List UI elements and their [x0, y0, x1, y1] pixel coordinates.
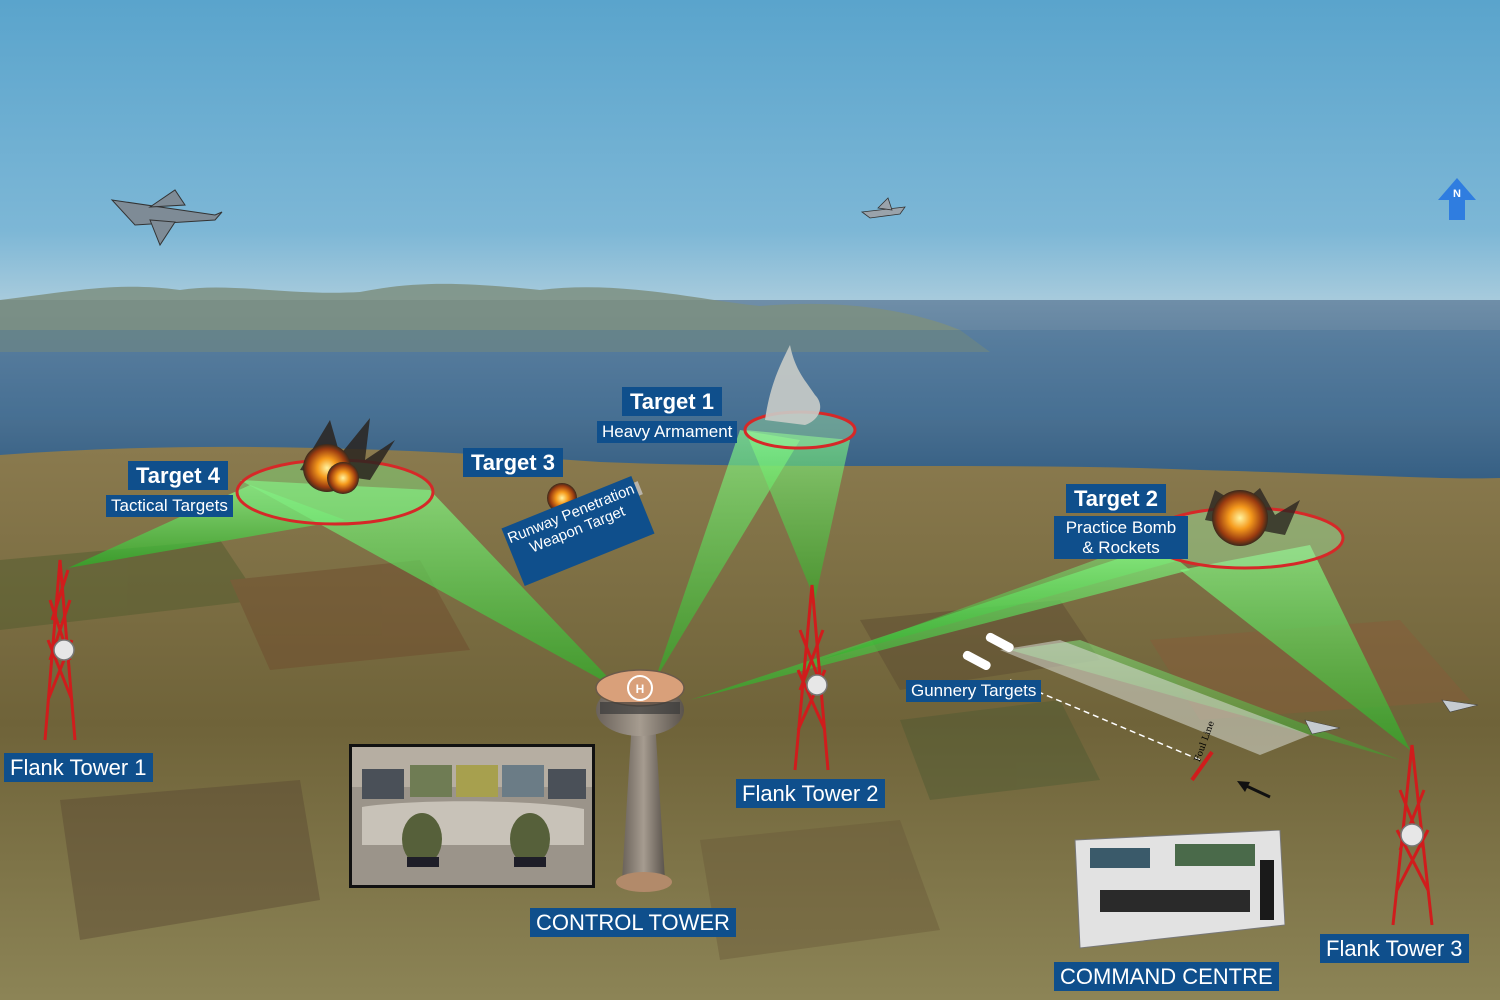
beam-control-target4 — [240, 480, 620, 690]
flank-tower-3-label: Flank Tower 3 — [1320, 934, 1469, 964]
sky — [0, 0, 1500, 330]
beam-control-target1 — [655, 430, 800, 680]
helipad — [627, 675, 653, 701]
north-label: N — [1453, 188, 1461, 200]
beam-flank2-target2 — [820, 540, 1180, 660]
beam-flank2-target1 — [745, 430, 850, 600]
aircraft-small — [860, 197, 906, 219]
target2-title: Target 2 — [1066, 484, 1166, 514]
control-tower-label: CONTROL TOWER — [530, 908, 736, 938]
beam-flank1-target4 — [68, 485, 345, 568]
flank-tower-1-label: Flank Tower 1 — [4, 753, 153, 783]
target1-title: Target 1 — [622, 387, 722, 417]
aircraft-right-2 — [1441, 699, 1479, 713]
gunnery-lane — [1000, 640, 1310, 755]
control-room-inset — [349, 744, 595, 888]
flank-tower-2 — [793, 584, 830, 771]
control-tower: H — [595, 669, 685, 892]
gunnery-target-b — [962, 650, 991, 671]
svg-text:H: H — [636, 682, 645, 696]
flank-tower-1 — [43, 559, 77, 741]
target4-explosion — [300, 418, 395, 494]
target2-subtitle: Practice Bomb & Rockets — [1054, 516, 1188, 560]
target4-title: Target 4 — [128, 461, 228, 491]
command-centre-illustration — [1070, 829, 1286, 952]
beam-flank3-target2 — [1180, 545, 1410, 750]
flank-tower-2-label: Flank Tower 2 — [736, 779, 885, 809]
gunnery-target-a — [985, 632, 1014, 653]
target1-subtitle: Heavy Armament — [597, 421, 738, 443]
target4-subtitle: Tactical Targets — [106, 495, 233, 517]
target2-explosion — [1205, 488, 1300, 546]
target3-title: Target 3 — [463, 448, 563, 478]
island-hills — [0, 283, 990, 352]
north-arrow-icon — [1438, 178, 1476, 220]
gunnery-targets-label: Gunnery Targets — [906, 680, 1042, 702]
aircraft-right-1 — [1304, 719, 1341, 735]
field-patches — [0, 540, 1470, 960]
foul-line-marker — [1190, 750, 1214, 782]
target1-splash — [765, 345, 821, 425]
flank-tower-3 — [1391, 744, 1434, 926]
aircraft-large — [110, 189, 223, 247]
command-centre-label: COMMAND CENTRE — [1054, 962, 1279, 992]
